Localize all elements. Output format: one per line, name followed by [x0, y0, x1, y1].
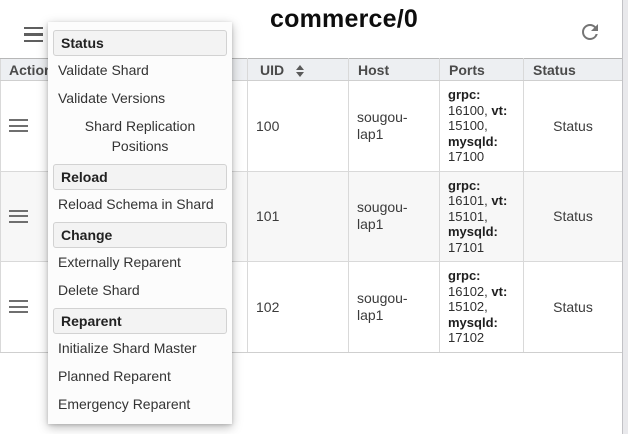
uid-cell: 100 [247, 80, 349, 172]
menu-item-delete-shard[interactable]: Delete Shard [58, 282, 140, 298]
menu-header-status: Status [53, 30, 227, 56]
menu-header-reparent: Reparent [53, 308, 227, 334]
hamburger-icon[interactable] [24, 27, 43, 42]
host-cell: sougou-lap1 [348, 261, 440, 353]
refresh-icon[interactable] [578, 20, 602, 44]
hamburger-bar [24, 33, 43, 36]
uid-cell: 102 [247, 261, 349, 353]
uid-cell: 101 [247, 170, 349, 262]
menu-item-reload-schema-in-shard[interactable]: Reload Schema in Shard [58, 196, 214, 212]
hamburger-bar [24, 39, 43, 42]
host-cell: sougou-lap1 [348, 80, 440, 172]
status-link[interactable]: Status [523, 170, 623, 262]
ports-cell: grpc: 16101, vt: 15101, mysqld: 17101 [439, 170, 524, 262]
ports-cell: grpc: 16102, vt: 15102, mysqld: 17102 [439, 261, 524, 353]
menu-item-emergency-reparent[interactable]: Emergency Reparent [58, 396, 191, 412]
menu-item-validate-shard[interactable]: Validate Shard [58, 62, 149, 78]
shard-actions-menu: Status Validate Shard Validate Versions … [48, 22, 232, 424]
hamburger-icon[interactable] [9, 119, 28, 133]
menu-item-initialize-shard-master[interactable]: Initialize Shard Master [58, 340, 197, 356]
menu-item-validate-versions[interactable]: Validate Versions [58, 90, 166, 106]
sort-icon[interactable] [296, 64, 305, 77]
status-link[interactable]: Status [523, 80, 623, 172]
column-header-host: Host [348, 58, 440, 81]
status-link[interactable]: Status [523, 261, 623, 353]
column-header-status: Status [523, 58, 623, 81]
hamburger-icon[interactable] [9, 209, 28, 223]
hamburger-bar [24, 27, 43, 30]
menu-item-externally-reparent[interactable]: Externally Reparent [58, 254, 181, 270]
ports-cell: grpc: 16100, vt: 15100, mysqld: 17100 [439, 80, 524, 172]
host-cell: sougou-lap1 [348, 170, 440, 262]
vertical-scrollbar[interactable] [622, 0, 628, 434]
menu-header-reload: Reload [53, 164, 227, 190]
hamburger-icon[interactable] [9, 300, 28, 314]
menu-header-change: Change [53, 222, 227, 248]
page-title: commerce/0 [270, 5, 418, 33]
menu-item-shard-replication-positions[interactable]: Shard Replication Positions [84, 118, 196, 154]
column-header-uid[interactable]: UID [247, 58, 349, 81]
menu-item-planned-reparent[interactable]: Planned Reparent [58, 368, 171, 384]
column-header-ports: Ports [439, 58, 524, 81]
